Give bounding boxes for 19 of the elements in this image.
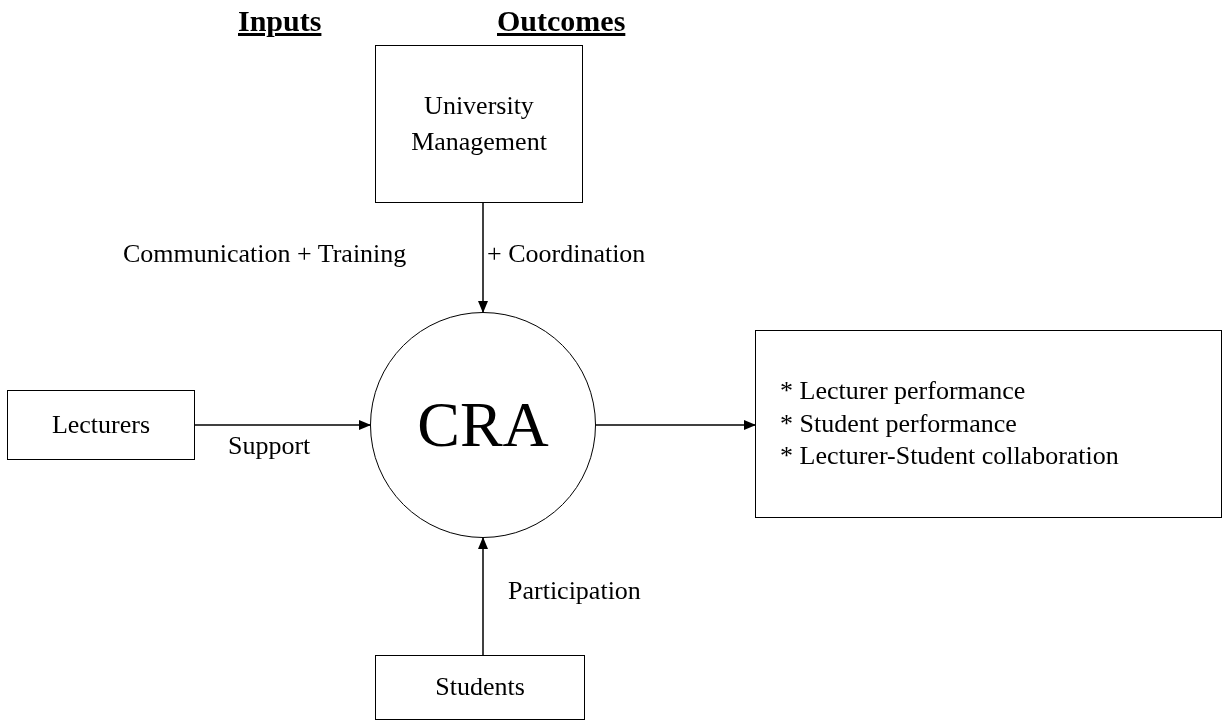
list-item: * Lecturer performance (780, 375, 1026, 408)
input-box (7, 390, 195, 460)
node-text: Lecturers (51, 408, 151, 441)
column-heading: Outcomes (497, 3, 626, 39)
arrow (478, 202, 488, 313)
flow-label: + Coordination (487, 238, 646, 270)
node-text: University Management (410, 89, 548, 158)
input-box (375, 655, 585, 720)
column-heading: Inputs (238, 3, 322, 39)
list-item: * Lecturer-Student collaboration (780, 440, 1119, 473)
node-text: Students (435, 671, 525, 704)
flow-label: Communication + Training (123, 238, 407, 270)
arrow (478, 537, 488, 656)
arrow (595, 420, 756, 430)
outcome-box (755, 330, 1222, 518)
arrow (194, 420, 371, 430)
node-text: CRA (417, 393, 549, 457)
input-box (375, 45, 583, 203)
list-item: * Student performance (780, 407, 1017, 440)
